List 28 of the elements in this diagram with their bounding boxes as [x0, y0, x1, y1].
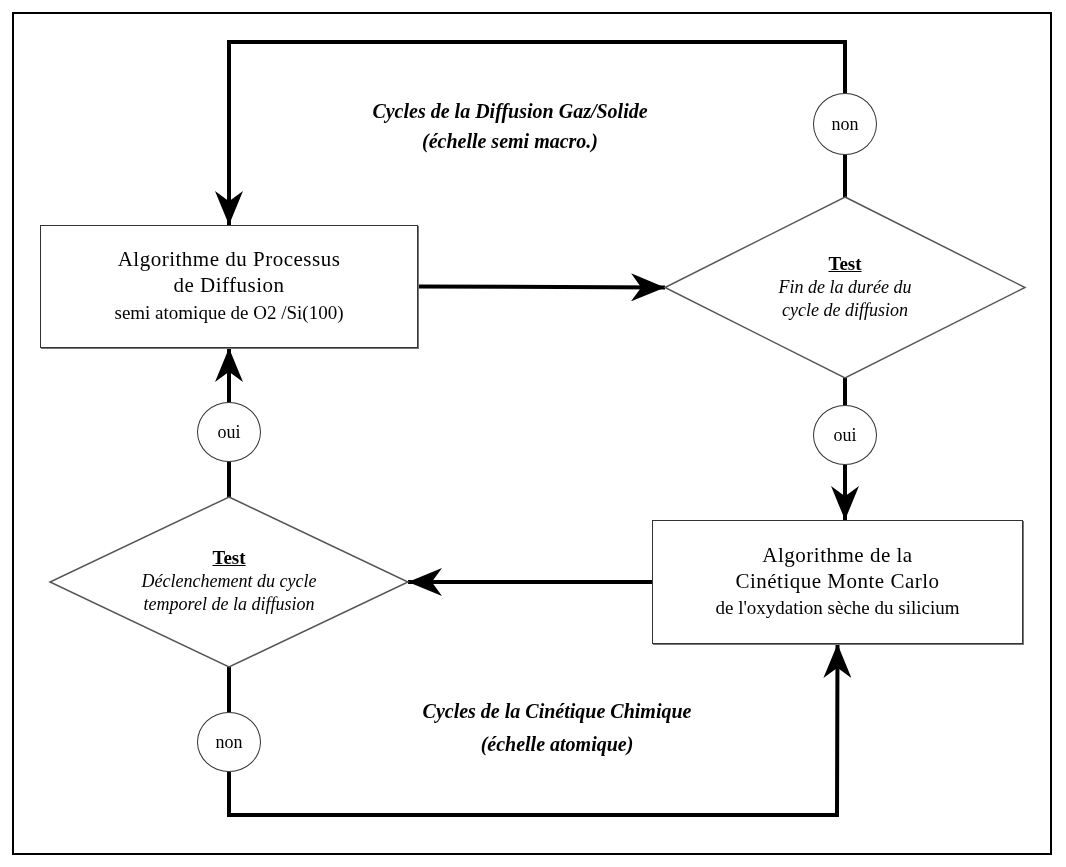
process-title: Algorithme du Processus de Diffusion: [116, 246, 342, 299]
cycle-caption: (échelle semi macro.): [421, 130, 599, 153]
answer-circle: non: [813, 93, 877, 155]
answer-circle: oui: [197, 402, 261, 462]
connector-line: [227, 462, 231, 497]
process-detail: semi atomique de O2 /Si(100): [114, 300, 344, 325]
arrow: [215, 40, 847, 225]
process-box: [40, 225, 418, 348]
cycle-caption: Cycles de la Cinétique Chimique: [422, 700, 692, 723]
cycle-caption: Cycles de la Diffusion Gaz/Solide: [372, 100, 648, 123]
arrow: [215, 348, 243, 402]
process-box: [652, 520, 1023, 644]
process-title: Algorithme de la Cinétique Monte Carlo: [734, 541, 941, 594]
connector-line: [227, 667, 231, 712]
test-heading: Test: [212, 547, 246, 570]
connector-line: [843, 378, 847, 405]
answer-circle: oui: [813, 405, 877, 465]
process-detail: de l'oxydation sèche du silicium: [715, 596, 960, 620]
arrow: [418, 273, 665, 302]
arrow: [227, 644, 852, 817]
arrow: [408, 568, 652, 596]
test-heading: Test: [828, 252, 862, 276]
connector-line: [843, 155, 847, 197]
arrow: [831, 465, 859, 520]
cycle-caption: (échelle atomique): [480, 733, 634, 756]
answer-circle: non: [197, 712, 261, 772]
test-condition: Fin de la durée du cycle de diffusion: [777, 275, 913, 322]
test-condition: Déclenchement du cycle temporel de la diffusion: [141, 570, 317, 617]
